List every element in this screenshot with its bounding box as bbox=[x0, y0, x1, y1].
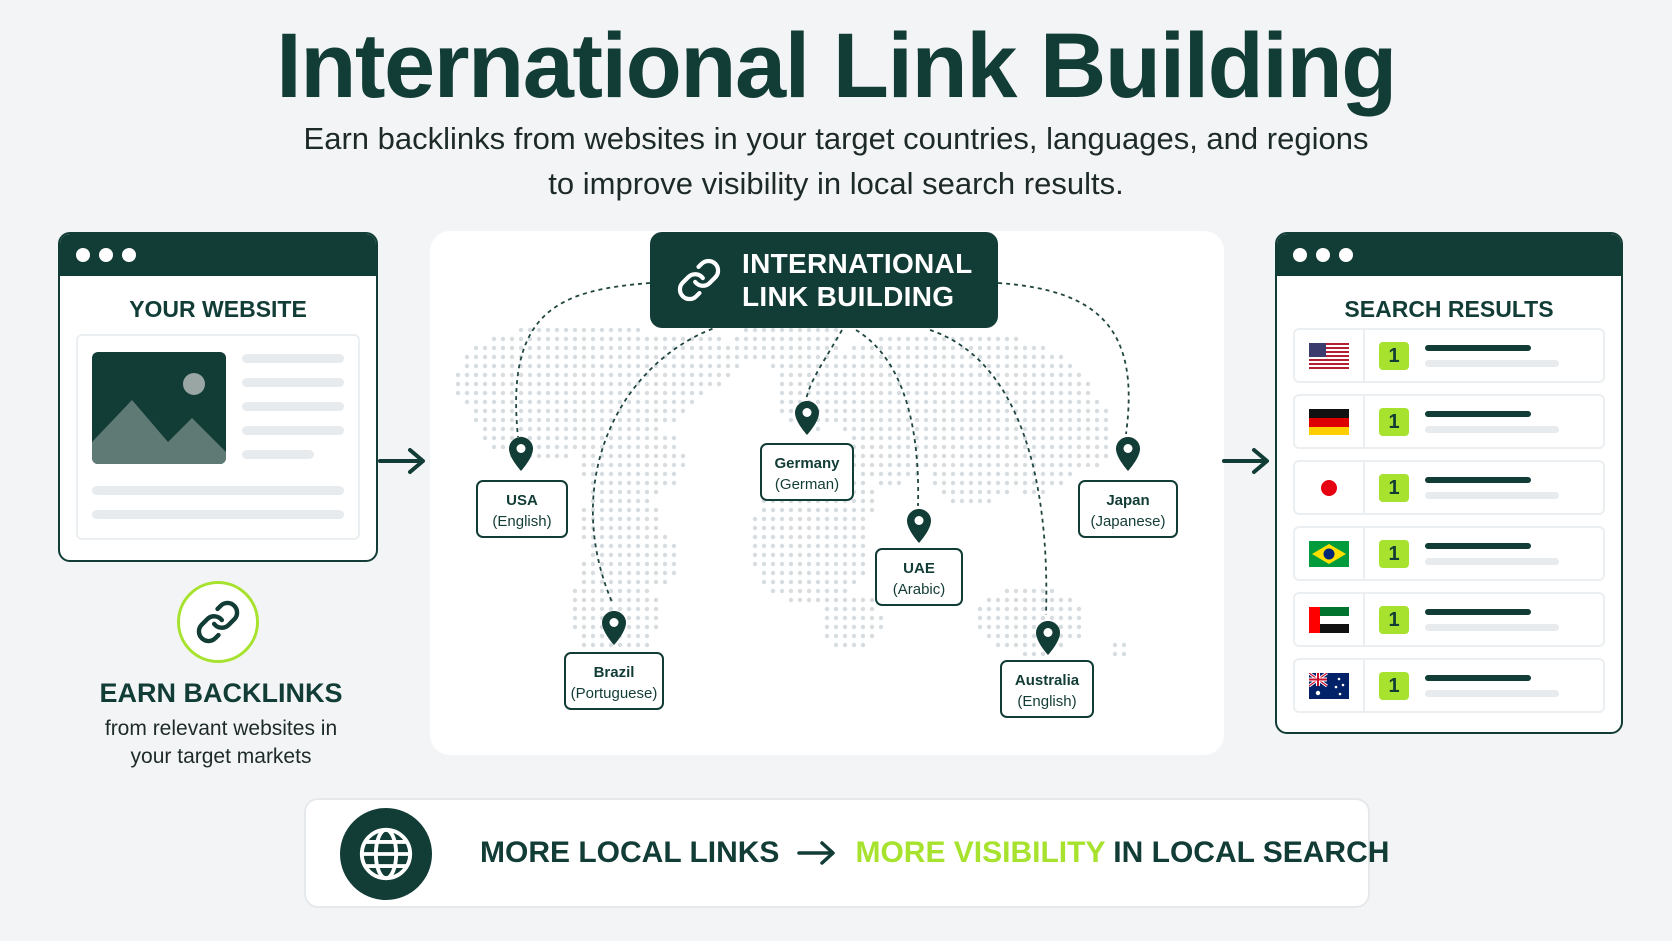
search-result-row: 1 bbox=[1293, 658, 1605, 713]
rank-badge: 1 bbox=[1379, 672, 1409, 700]
location-pin-icon bbox=[602, 611, 626, 645]
text-line bbox=[242, 402, 344, 411]
earn-backlinks-title: EARN BACKLINKS bbox=[99, 678, 343, 708]
uae-flag-icon bbox=[1309, 606, 1349, 633]
link-icon bbox=[177, 581, 259, 663]
in-local-search-label: IN LOCAL SEARCH bbox=[1113, 836, 1390, 869]
market-uae: UAE (Arabic) bbox=[875, 548, 963, 606]
more-visibility-label: MORE VISIBILITY bbox=[855, 836, 1105, 869]
globe-icon bbox=[340, 808, 432, 900]
subtitle-line-1: Earn backlinks from websites in your tar… bbox=[303, 121, 1369, 156]
your-website-window: YOUR WEBSITE bbox=[58, 232, 378, 562]
rank-badge: 1 bbox=[1379, 540, 1409, 568]
earn-backlinks-description: from relevant websites in your target ma… bbox=[58, 715, 384, 771]
window-dot-icon bbox=[1316, 248, 1330, 262]
window-dot-icon bbox=[76, 248, 90, 262]
window-dot-icon bbox=[122, 248, 136, 262]
market-germany: Germany (German) bbox=[760, 443, 854, 501]
germany-flag-icon bbox=[1309, 408, 1349, 435]
market-language: (English) bbox=[492, 513, 552, 530]
window-dot-icon bbox=[1339, 248, 1353, 262]
page-subtitle: Earn backlinks from websites in your tar… bbox=[0, 116, 1672, 206]
more-local-links-label: MORE LOCAL LINKS bbox=[480, 836, 780, 869]
search-result-row: 1 bbox=[1293, 460, 1605, 515]
location-pin-icon bbox=[1036, 621, 1060, 655]
your-website-title: YOUR WEBSITE bbox=[129, 296, 307, 322]
location-pin-icon bbox=[907, 509, 931, 543]
search-result-row: 1 bbox=[1293, 328, 1605, 383]
hub-label: INTERNATIONAL LINK BUILDING bbox=[742, 247, 972, 313]
text-line bbox=[242, 378, 344, 387]
website-content-card bbox=[76, 334, 360, 540]
summary-bar: MORE LOCAL LINKS MORE VISIBILITY IN LOCA… bbox=[304, 798, 1389, 908]
location-pin-icon bbox=[795, 401, 819, 435]
australia-flag-icon bbox=[1309, 672, 1349, 699]
location-pin-icon bbox=[1116, 437, 1140, 471]
market-language: (Arabic) bbox=[892, 581, 946, 598]
arrow-right-icon bbox=[378, 448, 425, 474]
market-language: (Portuguese) bbox=[570, 685, 658, 702]
browser-title-bar bbox=[1277, 234, 1621, 276]
earn-line-2: your target markets bbox=[130, 745, 312, 768]
international-link-building-badge: INTERNATIONAL LINK BUILDING bbox=[650, 232, 998, 328]
market-name: UAE bbox=[903, 560, 935, 577]
market-language: (English) bbox=[1017, 693, 1077, 710]
window-dot-icon bbox=[99, 248, 113, 262]
image-placeholder-icon bbox=[92, 352, 226, 464]
text-line bbox=[242, 450, 314, 459]
link-icon bbox=[677, 258, 721, 302]
window-dot-icon bbox=[1293, 248, 1307, 262]
brazil-flag-icon bbox=[1309, 540, 1349, 567]
search-result-row: 1 bbox=[1293, 592, 1605, 647]
arrow-right-icon bbox=[1222, 448, 1269, 474]
market-language: (German) bbox=[774, 476, 840, 493]
market-name: USA bbox=[506, 492, 538, 509]
browser-title-bar bbox=[60, 234, 376, 276]
market-brazil: Brazil (Portuguese) bbox=[564, 652, 664, 710]
market-name: Brazil bbox=[593, 664, 635, 681]
earn-line-1: from relevant websites in bbox=[104, 717, 338, 740]
page-title: International Link Building bbox=[276, 15, 1397, 117]
rank-badge: 1 bbox=[1379, 408, 1409, 436]
japan-flag-icon bbox=[1309, 474, 1349, 501]
market-japan: Japan (Japanese) bbox=[1078, 480, 1178, 538]
market-name: Japan bbox=[1106, 492, 1150, 509]
search-result-row: 1 bbox=[1293, 394, 1605, 449]
market-australia: Australia (English) bbox=[1000, 660, 1094, 718]
hub-line-2: LINK BUILDING bbox=[742, 281, 955, 312]
hub-line-1: INTERNATIONAL bbox=[742, 248, 973, 279]
subtitle-line-2: to improve visibility in local search re… bbox=[548, 166, 1124, 201]
market-usa: USA (English) bbox=[476, 480, 568, 538]
search-results-title: SEARCH RESULTS bbox=[1344, 296, 1554, 322]
text-line bbox=[242, 426, 344, 435]
rank-badge: 1 bbox=[1379, 342, 1409, 370]
location-pin-icon bbox=[509, 437, 533, 471]
search-results-window: SEARCH RESULTS 1 1 1 1 1 bbox=[1275, 232, 1623, 734]
market-name: Germany bbox=[774, 455, 840, 472]
text-line bbox=[242, 354, 344, 363]
text-line bbox=[92, 510, 344, 519]
rank-badge: 1 bbox=[1379, 606, 1409, 634]
text-line bbox=[92, 486, 344, 495]
market-language: (Japanese) bbox=[1090, 513, 1166, 530]
search-result-row: 1 bbox=[1293, 526, 1605, 581]
rank-badge: 1 bbox=[1379, 474, 1409, 502]
usa-flag-icon bbox=[1309, 342, 1349, 369]
arrow-right-icon bbox=[797, 841, 836, 865]
summary-text: MORE LOCAL LINKS MORE VISIBILITY IN LOCA… bbox=[480, 800, 1389, 906]
market-name: Australia bbox=[1014, 672, 1080, 689]
